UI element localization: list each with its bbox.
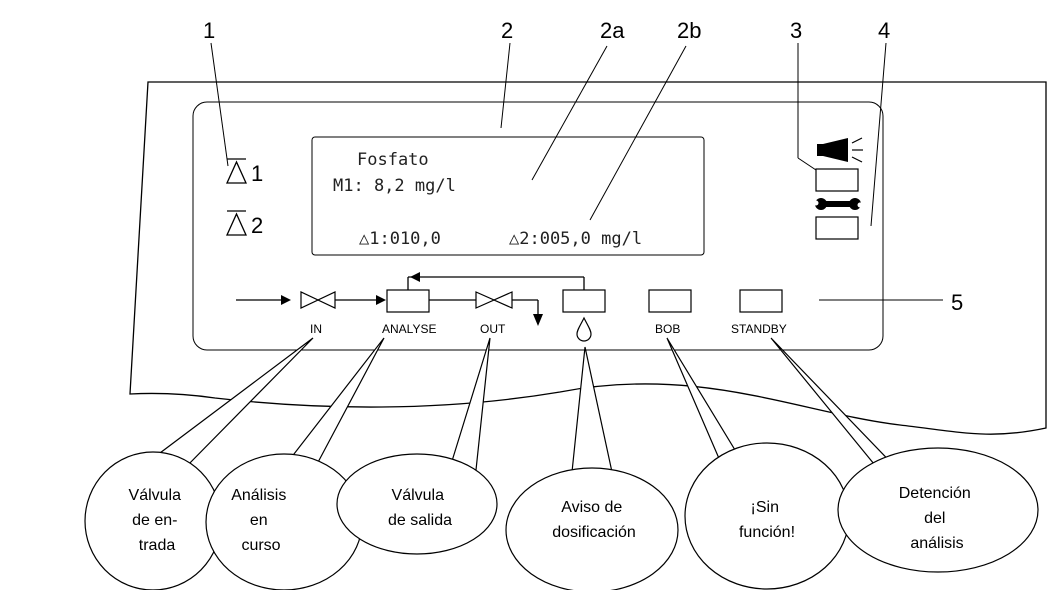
limit-2-triangle-icon (225, 210, 248, 236)
callout-2b: 2b (677, 18, 701, 43)
bubble-5-text: ¡Sin función! (739, 499, 795, 541)
callout-3: 3 (790, 18, 802, 43)
bubble-1-text: Válvula de en- trada (129, 487, 186, 554)
standby-led (739, 289, 783, 313)
bubble-2 (205, 453, 363, 591)
front-panel (192, 101, 884, 351)
callout-2a: 2a (600, 18, 625, 43)
standby-label: STANDBY (731, 322, 787, 336)
bubble-2-text: Análisis en curso (231, 487, 291, 554)
analyse-label: ANALYSE (382, 322, 436, 336)
bubble-3 (336, 453, 498, 555)
alarm-led (815, 168, 859, 192)
display-line-2: M1: 8,2 mg/l (333, 176, 456, 196)
limit-1-label: 1 (251, 161, 263, 186)
horn-icon (817, 137, 863, 163)
bob-led (648, 289, 692, 313)
out-label: OUT (480, 322, 506, 336)
bob-label: BOB (655, 322, 680, 336)
drop-icon (576, 316, 592, 342)
display-limit-2: △2:005,0 mg/l (509, 229, 642, 249)
bubble-6 (837, 447, 1039, 573)
limit-2-label: 2 (251, 213, 263, 238)
callout-4: 4 (878, 18, 890, 43)
leader-lines (210, 42, 943, 301)
in-label: IN (310, 322, 322, 336)
bubble-6-text: Detención del análisis (899, 485, 976, 552)
display-line-1: Fosfato (357, 150, 429, 170)
callout-5: 5 (951, 290, 963, 315)
callout-2: 2 (501, 18, 513, 43)
dosing-led (562, 289, 606, 313)
display-limit-1: △1:010,0 (359, 229, 441, 249)
bubble-4-text: Aviso de dosificación (552, 499, 636, 541)
lcd-display (311, 136, 705, 256)
limit-1-triangle-icon (225, 158, 248, 184)
callout-1: 1 (203, 18, 215, 43)
service-led (815, 216, 859, 240)
wrench-icon (813, 198, 863, 210)
bubble-5 (684, 442, 850, 590)
bubble-3-text: Válvula de salida (388, 487, 452, 529)
